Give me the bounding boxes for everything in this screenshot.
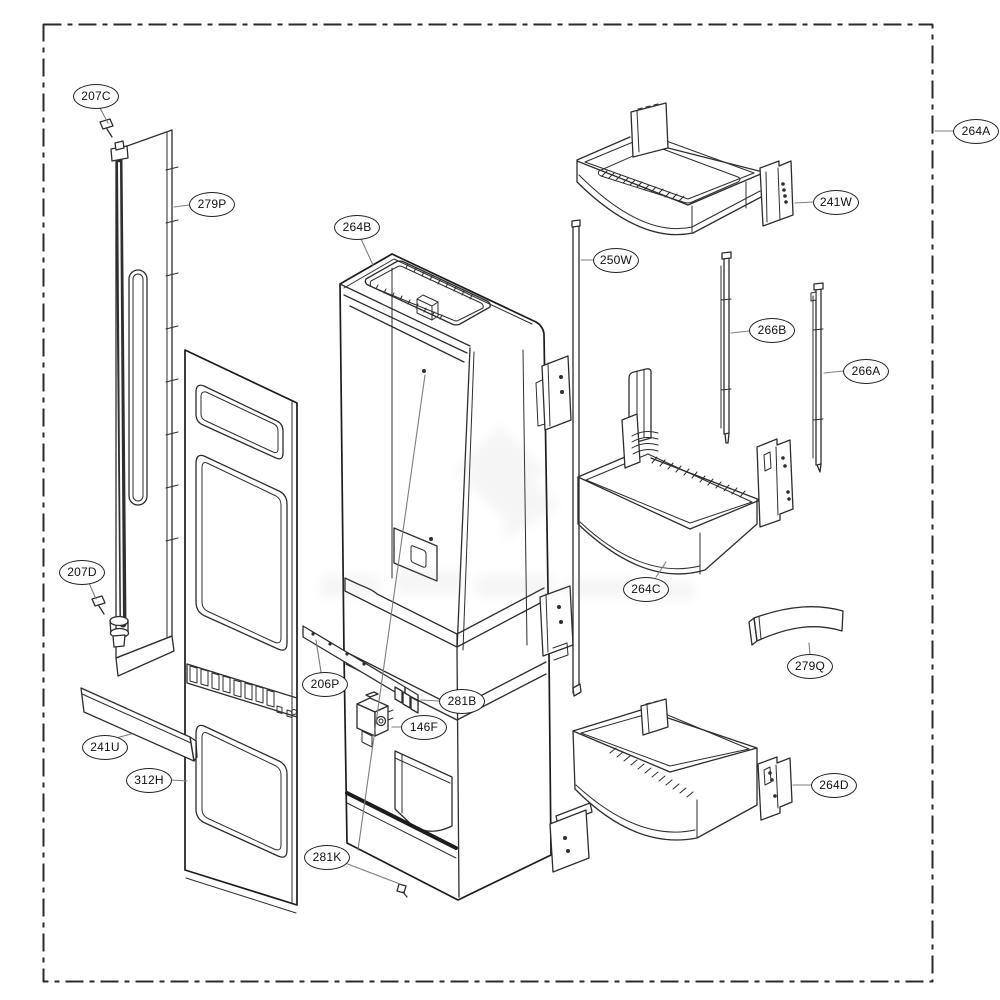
watermark	[320, 425, 695, 600]
leader-line-279p	[173, 204, 190, 208]
leader-line-207d	[88, 582, 97, 600]
part-241u-lower-cover-strip	[80, 687, 198, 762]
part-266a-trim-strip	[810, 282, 824, 473]
callout-279p: 279P	[189, 191, 235, 217]
frame-latch-plate	[393, 527, 438, 582]
leader-line-281k	[357, 374, 426, 851]
callout-281b: 281B	[439, 688, 485, 714]
callout-264b: 264B	[334, 214, 380, 240]
callout-281k: 281K	[304, 844, 350, 870]
leader-line-281k	[344, 862, 401, 885]
part-241w-door-bin	[576, 102, 794, 236]
leader-line-279q	[808, 642, 811, 655]
leader-line-266b	[730, 330, 750, 334]
door-vent-grille	[186, 663, 298, 718]
leader-line-264c	[655, 561, 667, 578]
screw-281k	[396, 883, 408, 898]
part-281b-bracket-tabs	[394, 686, 419, 714]
callout-264d: 264D	[811, 772, 857, 798]
callout-146f: 146F	[401, 714, 447, 740]
leader-line-281b	[420, 699, 440, 702]
bin-support-post-left	[621, 368, 659, 469]
rod-bottom-fitting	[109, 615, 130, 648]
callout-264c: 264C	[623, 576, 669, 602]
part-264b-door-frame	[339, 253, 593, 901]
callout-312h: 312H	[126, 767, 172, 793]
callout-266a: 266A	[843, 358, 889, 384]
leader-line-264b	[360, 238, 374, 266]
mounting-hole-dot	[422, 369, 426, 373]
bin-end-bracket-241w	[759, 160, 794, 227]
leader-line-241w	[794, 201, 814, 204]
assembly-boundary-border	[42, 23, 934, 983]
bin-back-wall-264d	[640, 698, 669, 736]
callout-266b: 266B	[749, 317, 795, 343]
bin-back-wall	[630, 102, 669, 158]
callout-264a: 264A	[953, 118, 999, 144]
leader-line-206p	[315, 639, 322, 673]
part-264d-door-bin	[572, 698, 793, 841]
leader-line-312h	[171, 779, 188, 782]
hinge-bracket-upper-right	[535, 355, 572, 431]
part-266b-trim-strip	[720, 251, 732, 444]
bin-end-bracket-264d	[757, 756, 793, 821]
callout-241w: 241W	[813, 189, 859, 215]
part-312h-door-panel	[184, 349, 298, 914]
callout-207c: 207C	[73, 83, 119, 109]
callout-250w: 250W	[593, 247, 639, 273]
part-264c-door-bin	[577, 368, 794, 575]
part-279q-curved-trim	[748, 606, 844, 646]
leader-line-266a	[823, 370, 844, 374]
part-250w-gasket-strip	[571, 219, 582, 697]
callout-206p: 206P	[302, 671, 348, 697]
callout-241u: 241U	[82, 734, 128, 760]
bin-support-bracket-right	[756, 438, 794, 528]
hinge-bracket-bottom-right	[549, 802, 593, 873]
callout-207d: 207D	[59, 559, 105, 585]
part-279p-hinge-cover-panel	[91, 118, 179, 677]
leader-line-207c	[99, 107, 109, 124]
callout-279q: 279Q	[787, 653, 833, 679]
